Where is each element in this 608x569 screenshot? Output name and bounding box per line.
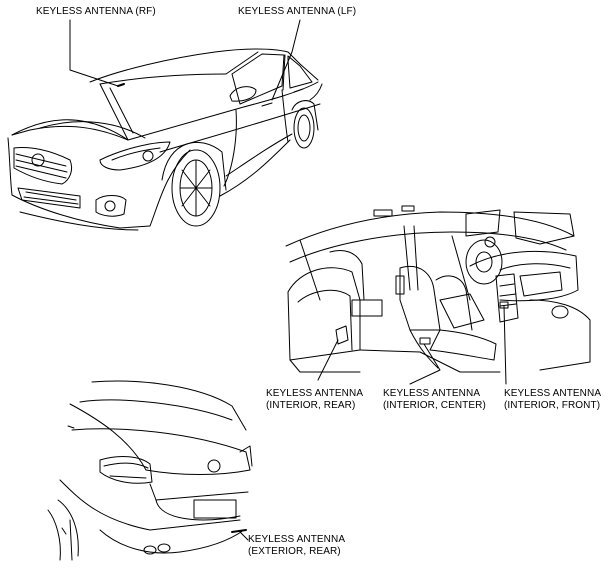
label-interior-front-line2: (INTERIOR, FRONT) [504,400,601,411]
label-keyless-antenna-lf: KEYLESS ANTENNA (LF) [238,6,357,17]
leader-interior-rear [317,339,339,381]
label-exterior-rear-line2: (EXTERIOR, REAR) [248,546,341,557]
label-interior-front-line1: KEYLESS ANTENNA [504,388,602,399]
leader-interior-front [503,305,507,385]
leader-rf [69,19,119,87]
interior-drawing [285,205,591,373]
leader-exterior-rear [239,531,249,541]
rear-car-drawing [47,380,253,561]
label-exterior-rear-line1: KEYLESS ANTENNA [248,534,346,545]
label-keyless-antenna-exterior-rear: KEYLESS ANTENNA (EXTERIOR, REAR) [248,534,345,558]
label-interior-rear-line2: (INTERIOR, REAR) [266,400,356,411]
label-interior-rear-line1: KEYLESS ANTENNA [266,388,364,399]
label-keyless-antenna-interior-front: KEYLESS ANTENNA (INTERIOR, FRONT) [504,388,601,412]
label-keyless-antenna-interior-center: KEYLESS ANTENNA (INTERIOR, CENTER) [383,388,486,412]
label-interior-center-line1: KEYLESS ANTENNA [383,388,481,399]
label-keyless-antenna-rf: KEYLESS ANTENNA (RF) [36,6,156,17]
label-keyless-antenna-interior-rear: KEYLESS ANTENNA (INTERIOR, REAR) [266,388,363,412]
label-interior-center-line2: (INTERIOR, CENTER) [383,400,486,411]
front-car-drawing [7,48,323,231]
leader-lf [271,19,301,101]
leader-interior-center [409,343,441,385]
